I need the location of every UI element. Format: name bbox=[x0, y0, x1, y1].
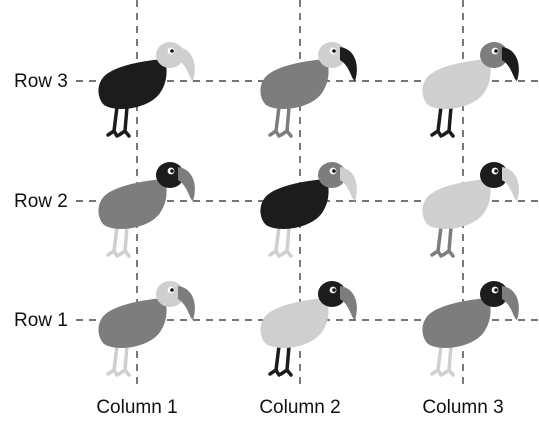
bird-row-1-column-1 bbox=[98, 281, 194, 375]
bird-body bbox=[260, 298, 328, 348]
bird-beak bbox=[502, 47, 519, 81]
bird-legs bbox=[270, 107, 291, 136]
bird-beak bbox=[178, 167, 195, 201]
column-1-label: Column 1 bbox=[96, 397, 177, 418]
bird-row-2-column-2 bbox=[260, 162, 356, 256]
bird-legs bbox=[108, 107, 129, 136]
bird-legs bbox=[108, 227, 129, 256]
bird-beak bbox=[178, 286, 195, 320]
bird-legs bbox=[270, 346, 291, 375]
bird-row-1-column-2 bbox=[260, 281, 356, 375]
bird-beak bbox=[178, 47, 195, 81]
row-2-label: Row 2 bbox=[14, 191, 68, 212]
bird-body bbox=[98, 179, 166, 229]
bird-beak bbox=[340, 47, 357, 81]
bird-beak bbox=[502, 167, 519, 201]
bird-beak bbox=[340, 167, 357, 201]
bird-body bbox=[260, 59, 328, 109]
bird-row-3-column-3 bbox=[422, 42, 518, 136]
row-3-label: Row 3 bbox=[14, 71, 68, 92]
column-3-label: Column 3 bbox=[422, 397, 503, 418]
bird-legs bbox=[432, 107, 453, 136]
column-2-label: Column 2 bbox=[259, 397, 340, 418]
bird-legs bbox=[432, 346, 453, 375]
bird-body bbox=[422, 179, 490, 229]
bird-legs bbox=[108, 346, 129, 375]
bird-body bbox=[422, 59, 490, 109]
bird-row-3-column-2 bbox=[260, 42, 356, 136]
bird-body bbox=[260, 179, 328, 229]
bird-row-1-column-3 bbox=[422, 281, 518, 375]
bird-beak bbox=[502, 286, 519, 320]
row-1-label: Row 1 bbox=[14, 310, 68, 331]
bird-body bbox=[422, 298, 490, 348]
bird-beak bbox=[340, 286, 357, 320]
bird-body bbox=[98, 59, 166, 109]
bird-legs bbox=[270, 227, 291, 256]
bird-legs bbox=[432, 227, 453, 256]
bird-row-2-column-3 bbox=[422, 162, 518, 256]
bird-row-2-column-1 bbox=[98, 162, 194, 256]
bird-body bbox=[98, 298, 166, 348]
bird-cells bbox=[98, 42, 518, 375]
bird-row-3-column-1 bbox=[98, 42, 194, 136]
